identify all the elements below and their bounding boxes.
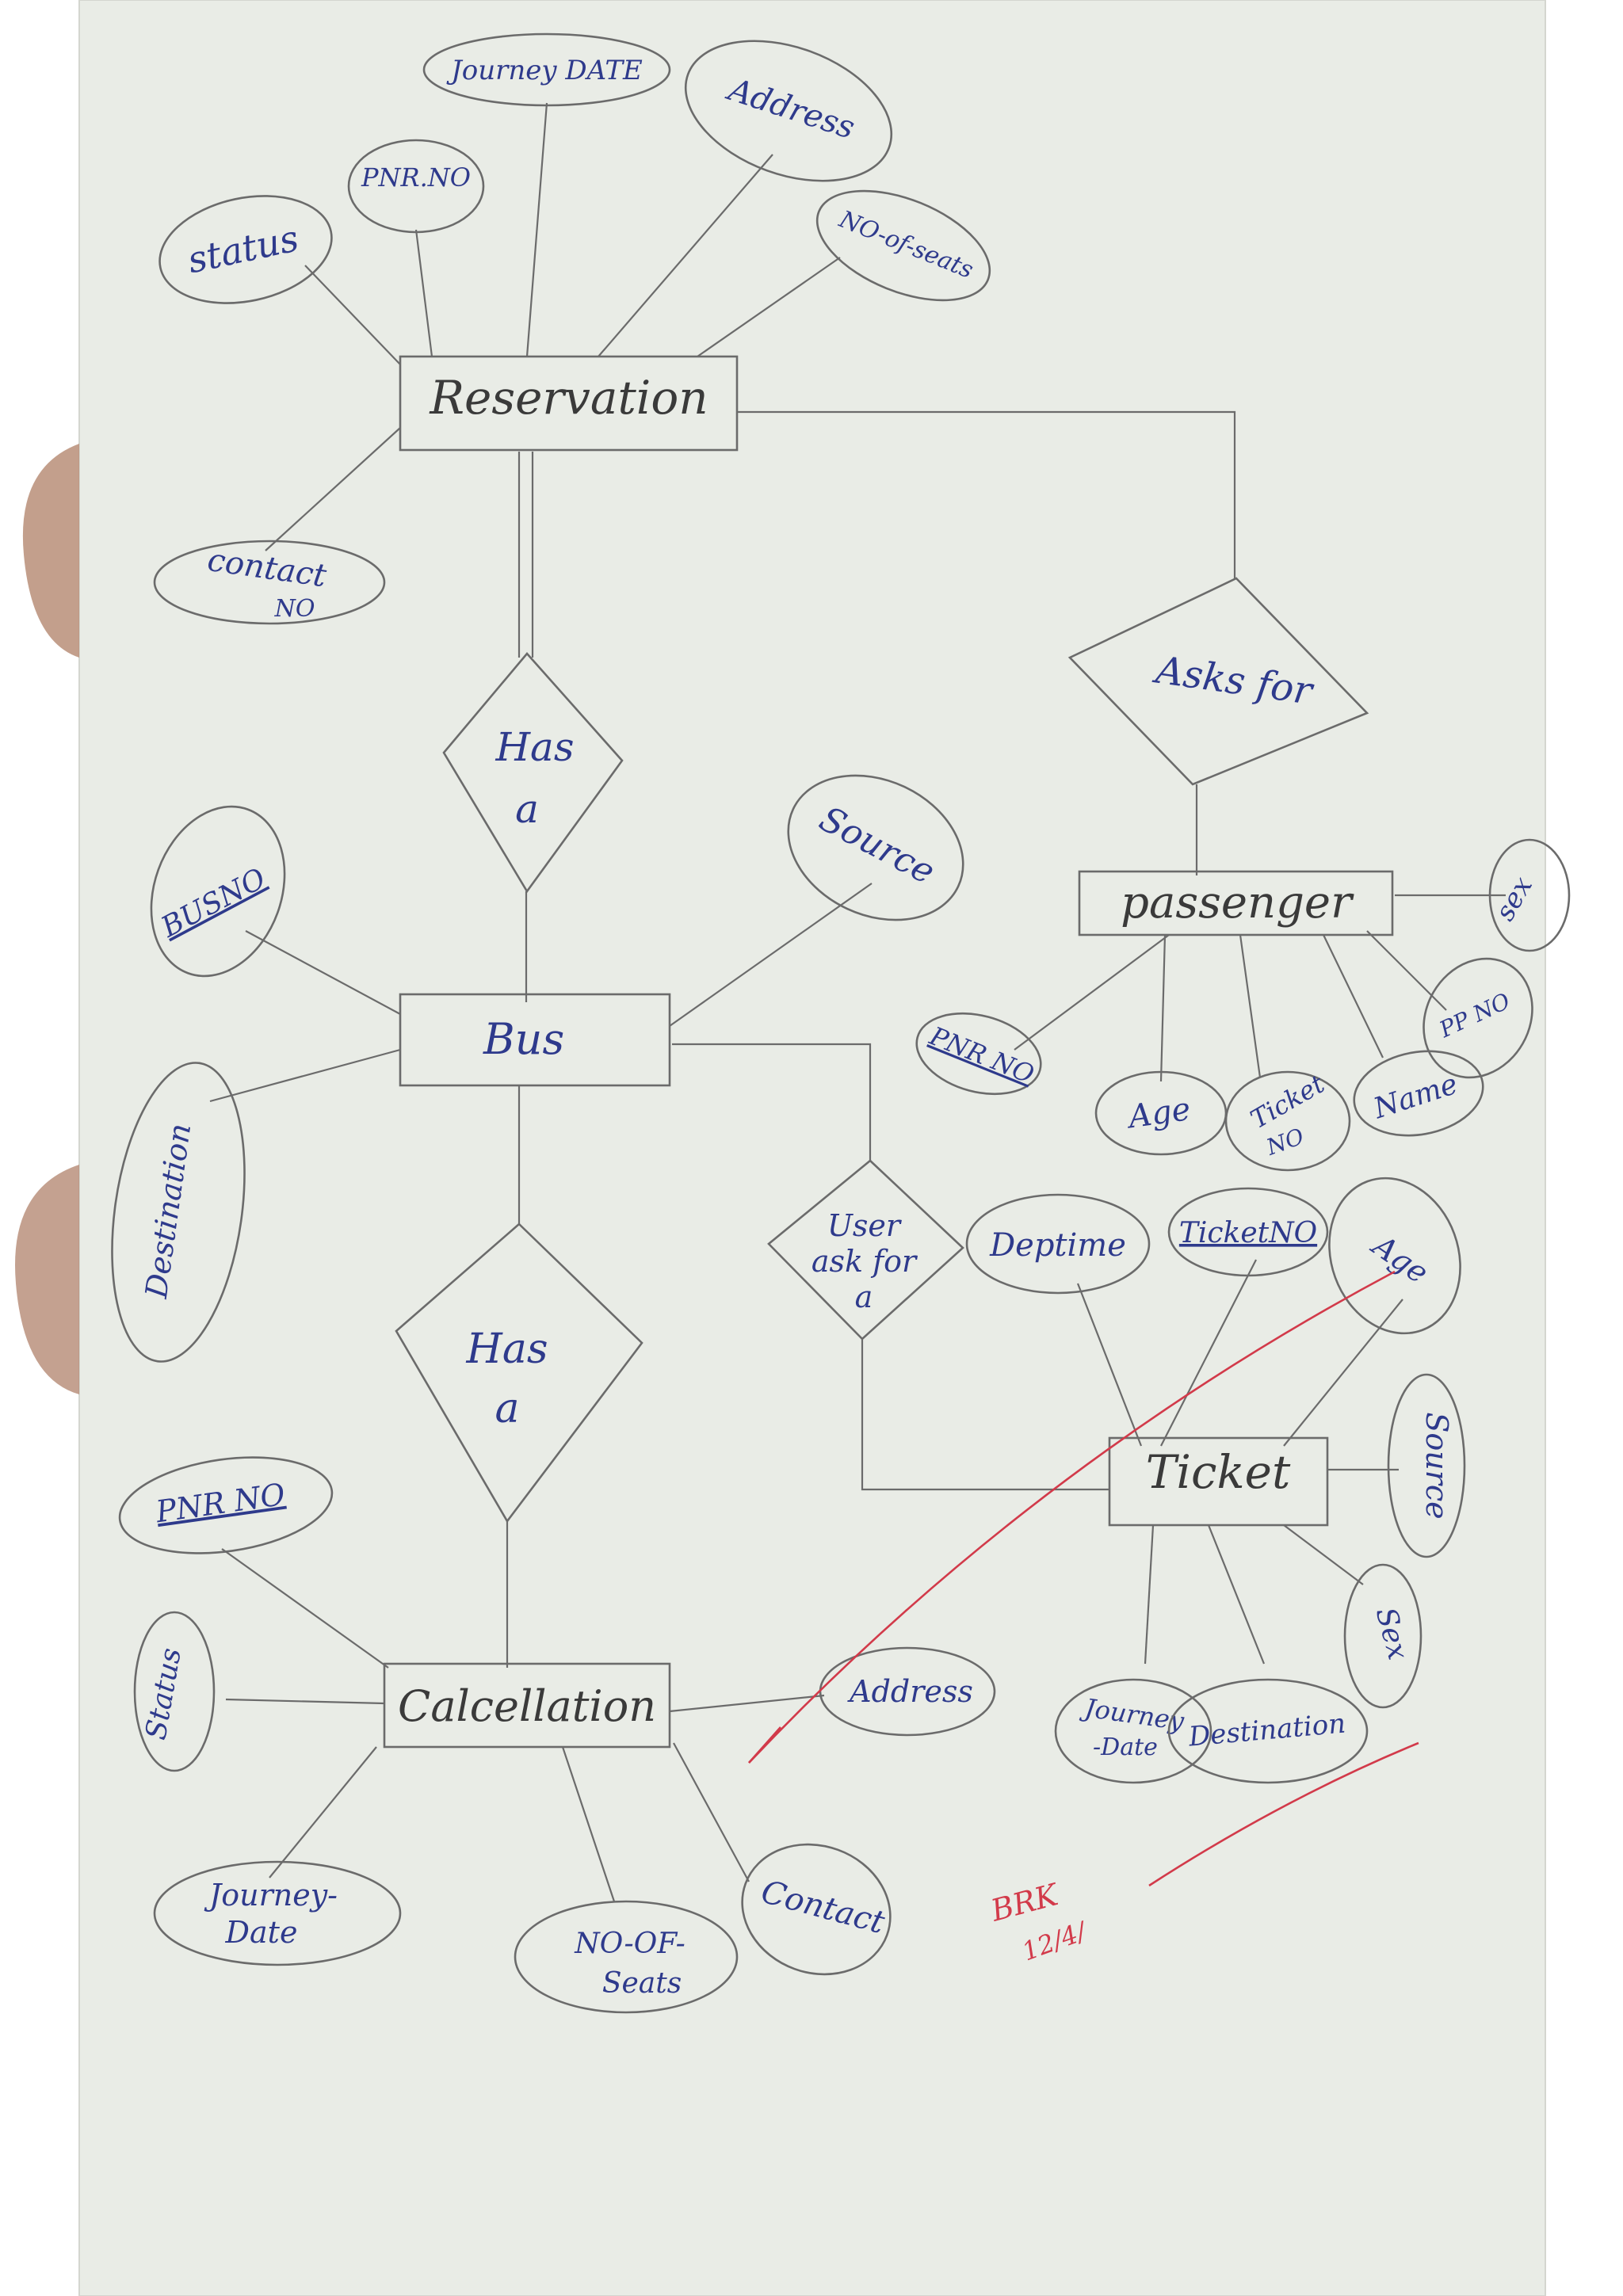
line-ticket-deptime: [1076, 1283, 1143, 1447]
red-signature-stroke: [1148, 1741, 1419, 1887]
attr-cancel-address-label: Address: [847, 1674, 973, 1709]
red-tick-line: [748, 1270, 1396, 1764]
attr-ticket-ticketno: TicketNO: [1167, 1187, 1329, 1277]
relationship-has-a-bottom: Has a: [395, 1222, 643, 1524]
red-tick-short: [748, 1726, 781, 1764]
line-pass-ticketno: [1239, 934, 1262, 1078]
attr-pass-age-label: Age: [1123, 1091, 1193, 1136]
line-bus-busno: [245, 930, 401, 1015]
page-edge: [78, 0, 1546, 2296]
line-bus-source: [669, 883, 873, 1027]
user-ask-for-line3: a: [855, 1280, 873, 1314]
finger-top: [22, 444, 79, 658]
line-cancel-status: [225, 1698, 385, 1705]
attr-ticket-deptime: Deptime: [965, 1193, 1151, 1295]
line-ticket-sex: [1283, 1524, 1364, 1585]
attr-res-pnr-no: PNR.NO: [347, 139, 485, 234]
line-bus-destination: [209, 1048, 401, 1103]
notebook-page: [79, 0, 1545, 2296]
line-ticket-journeydate: [1144, 1524, 1155, 1665]
entity-reservation: Reservation: [399, 355, 739, 452]
user-ask-for-line2: ask for: [812, 1244, 918, 1279]
line-ticket-age: [1283, 1299, 1403, 1447]
line-res-pnr: [414, 229, 433, 357]
line-cancel-seats: [561, 1746, 616, 1902]
entity-bus: Bus: [399, 993, 671, 1087]
entity-ticket: Ticket: [1108, 1436, 1329, 1527]
attr-ticket-date-label: -Date: [1093, 1733, 1158, 1761]
relationship-has-a-top: Has a: [442, 652, 624, 894]
has-a-bottom-line1: Has: [465, 1325, 548, 1373]
line-ticket-destination: [1207, 1524, 1266, 1665]
attr-cancel-journey-label: Journey-: [204, 1878, 338, 1913]
finger-bottom: [15, 1165, 79, 1394]
has-a-bottom-line2: a: [495, 1385, 519, 1432]
line-userask-ticket: [861, 1339, 1109, 1491]
entity-bus-label: Bus: [483, 1014, 564, 1064]
attr-ticket-ticketno-label: TicketNO: [1179, 1217, 1317, 1249]
attr-ticket-source: Source: [1387, 1373, 1466, 1558]
attr-cancel-seats-label: NO-OF-: [574, 1928, 685, 1960]
user-ask-for-line1: User: [827, 1208, 903, 1243]
attr-res-journey-date-label: Journey DATE: [446, 55, 643, 86]
has-a-top-line2: a: [515, 786, 539, 832]
entity-cancellation-label: Calcellation: [398, 1681, 656, 1731]
line-pass-pnr: [1014, 934, 1170, 1051]
line-res-journeydate: [525, 102, 548, 357]
line-bus-userask: [672, 1043, 872, 1161]
connector-lines: [209, 102, 1506, 1902]
attr-res-pnr-no-label: PNR.NO: [361, 162, 471, 193]
line-cancel-pnr: [221, 1548, 389, 1669]
relationship-user-ask-for: User ask for a: [767, 1159, 964, 1341]
attr-ticket-deptime-label: Deptime: [989, 1227, 1126, 1264]
line-pass-ppno: [1366, 930, 1447, 1011]
entity-ticket-label: Ticket: [1146, 1445, 1291, 1499]
line-pass-age: [1159, 934, 1167, 1082]
line-cancel-journeydate: [269, 1746, 377, 1878]
attr-cancel-no-of-seats: NO-OF- Seats: [514, 1900, 739, 2014]
attr-ticket-source-label: Source: [1419, 1412, 1454, 1519]
has-a-top-line1: Has: [495, 724, 574, 770]
line-res-seats: [697, 257, 841, 357]
entity-cancellation: Calcellation: [383, 1662, 671, 1749]
entity-reservation-label: Reservation: [429, 371, 708, 425]
line-cancel-contact: [673, 1742, 750, 1882]
line-ticket-ticketno: [1160, 1259, 1257, 1447]
entity-passenger: passenger: [1078, 870, 1394, 936]
entity-passenger-label: passenger: [1121, 877, 1354, 929]
line-res-contact: [265, 427, 401, 551]
attr-res-journey-date: Journey DATE: [422, 32, 671, 107]
line-res-asks: [737, 410, 1236, 578]
line-cancel-address: [669, 1694, 825, 1713]
line-res-status: [304, 265, 401, 365]
attr-res-contact-no-label: NO: [274, 595, 315, 623]
attr-cancel-date-label: Date: [225, 1915, 298, 1950]
attr-cancel-seats-label-2: Seats: [602, 1967, 682, 2000]
line-res-address: [598, 154, 773, 357]
line-pass-name: [1323, 934, 1384, 1058]
attr-cancel-journey-date: Journey- Date: [153, 1860, 402, 1966]
